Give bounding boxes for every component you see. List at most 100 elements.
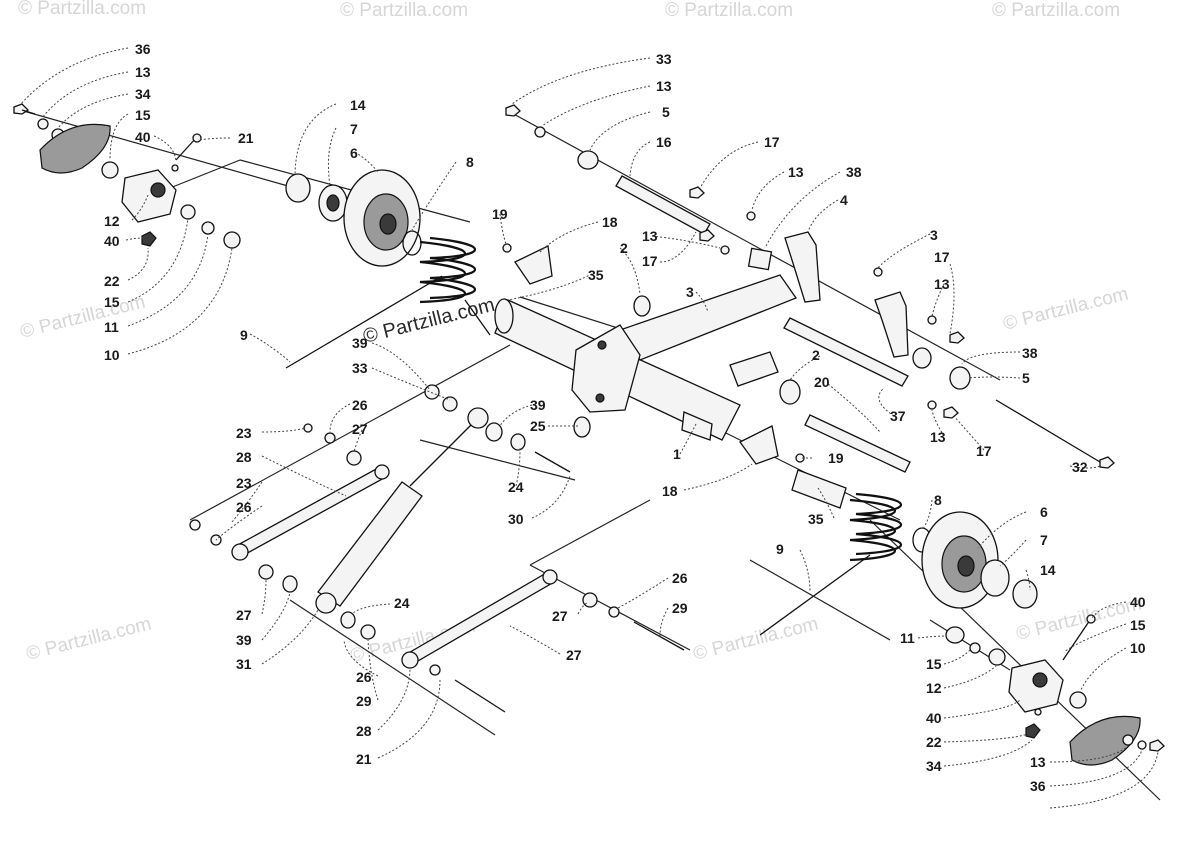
washer [201, 221, 215, 235]
callout-number: 8 [466, 154, 474, 170]
callout-number: 36 [1030, 778, 1046, 794]
callout-number: 25 [530, 418, 546, 434]
callout-number: 30 [508, 511, 524, 527]
bushing [949, 366, 971, 390]
callout-number: 14 [1040, 562, 1056, 578]
callout-number: 27 [566, 647, 582, 663]
callout-number: 12 [926, 680, 942, 696]
link-bushing [374, 464, 390, 480]
washer [746, 211, 756, 221]
callout-number: 4 [840, 192, 848, 208]
bolt [633, 621, 685, 651]
callout-number: 37 [890, 408, 906, 424]
callout-number: 26 [356, 669, 372, 685]
washer [189, 519, 201, 531]
watermark: © Partzilla.com [18, 0, 146, 19]
washer [534, 126, 546, 138]
callout-number: 39 [530, 397, 546, 413]
callout-number: 6 [350, 145, 358, 161]
hex-bolt [1149, 739, 1165, 752]
callout-number: 11 [900, 630, 915, 646]
hex-bolt [699, 229, 715, 242]
bushing [180, 204, 196, 220]
shock-eye [467, 407, 489, 429]
hex-bolt [1099, 456, 1115, 469]
rail-bracket [874, 291, 909, 358]
lock-nut [141, 231, 157, 247]
bearing-inner [326, 194, 340, 212]
callout-number: 14 [350, 97, 366, 113]
callout-number: 32 [1072, 459, 1088, 475]
callout-number: 15 [926, 656, 942, 672]
callout-number: 15 [104, 294, 120, 310]
callout-number: 27 [552, 608, 568, 624]
callout-number: 36 [135, 41, 151, 57]
callout-number: 27 [236, 607, 252, 623]
bushing [340, 611, 356, 629]
callout-number: 31 [236, 656, 252, 672]
link-bushing [231, 543, 249, 561]
callout-number: 35 [588, 267, 604, 283]
washer [873, 267, 883, 277]
leader-lines [19, 47, 1159, 809]
callout-number: 1 [673, 446, 681, 462]
callout-number: 40 [926, 710, 942, 726]
bearing-spacer [1012, 579, 1038, 609]
spring-leg [285, 275, 443, 369]
callout-number: 13 [1030, 754, 1046, 770]
bushing [282, 575, 298, 593]
washer [303, 423, 313, 433]
callout-number: 16 [656, 134, 672, 150]
shock-and-links [189, 384, 685, 713]
callout-labels: 36 13 34 15 40 21 12 40 22 15 11 10 14 7… [104, 41, 1146, 794]
callout-number: 35 [808, 511, 824, 527]
callout-number: 13 [135, 64, 151, 80]
cap-nut [223, 231, 241, 249]
callout-number: 8 [934, 492, 942, 508]
callout-number: 33 [352, 360, 368, 376]
callout-number: 26 [672, 570, 688, 586]
right-spring-wheel-assembly [759, 469, 1038, 636]
cap-screw-head [192, 133, 202, 143]
callout-number: 9 [776, 541, 784, 557]
bushing [577, 150, 599, 170]
callout-number: 19 [828, 450, 844, 466]
bracket-hole [597, 340, 607, 350]
upper-rail-shaft-assembly [505, 104, 1115, 473]
bushing [912, 347, 932, 369]
callout-number: 12 [104, 213, 120, 229]
cap-nut [945, 626, 965, 644]
callout-number: 29 [356, 693, 372, 709]
callout-number: 20 [814, 374, 830, 390]
spacer-sleeve [573, 416, 591, 438]
callout-number: 3 [686, 284, 694, 300]
callout-number: 10 [1130, 640, 1146, 656]
hex-bolt [943, 406, 959, 419]
callout-number: 9 [240, 327, 248, 343]
watermark: © Partzilla.com [992, 0, 1120, 21]
callout-number: 39 [236, 632, 252, 648]
idler-wheel-bore [957, 555, 975, 577]
bushing [258, 564, 274, 580]
callout-number: 22 [926, 734, 942, 750]
bushing [485, 422, 503, 442]
watermark: © Partzilla.com [691, 614, 820, 665]
bushing [988, 648, 1006, 666]
shaft-16 [615, 175, 711, 235]
lock-nut [424, 384, 440, 400]
washer [324, 432, 336, 444]
callout-number: 40 [1130, 594, 1146, 610]
shock-bracket-plate [571, 324, 641, 413]
axle-end [494, 298, 514, 334]
shock-eye [315, 592, 337, 614]
cross-tube [618, 274, 798, 361]
left-end-assembly [13, 103, 241, 249]
watermark: © Partzilla.com [340, 0, 468, 21]
callout-number: 10 [104, 347, 120, 363]
shaft-37 [783, 317, 909, 387]
bushing [779, 379, 801, 405]
callout-number: 13 [656, 78, 672, 94]
callout-number: 13 [788, 164, 804, 180]
lock-nut [1025, 723, 1041, 739]
callout-number: 5 [662, 104, 670, 120]
